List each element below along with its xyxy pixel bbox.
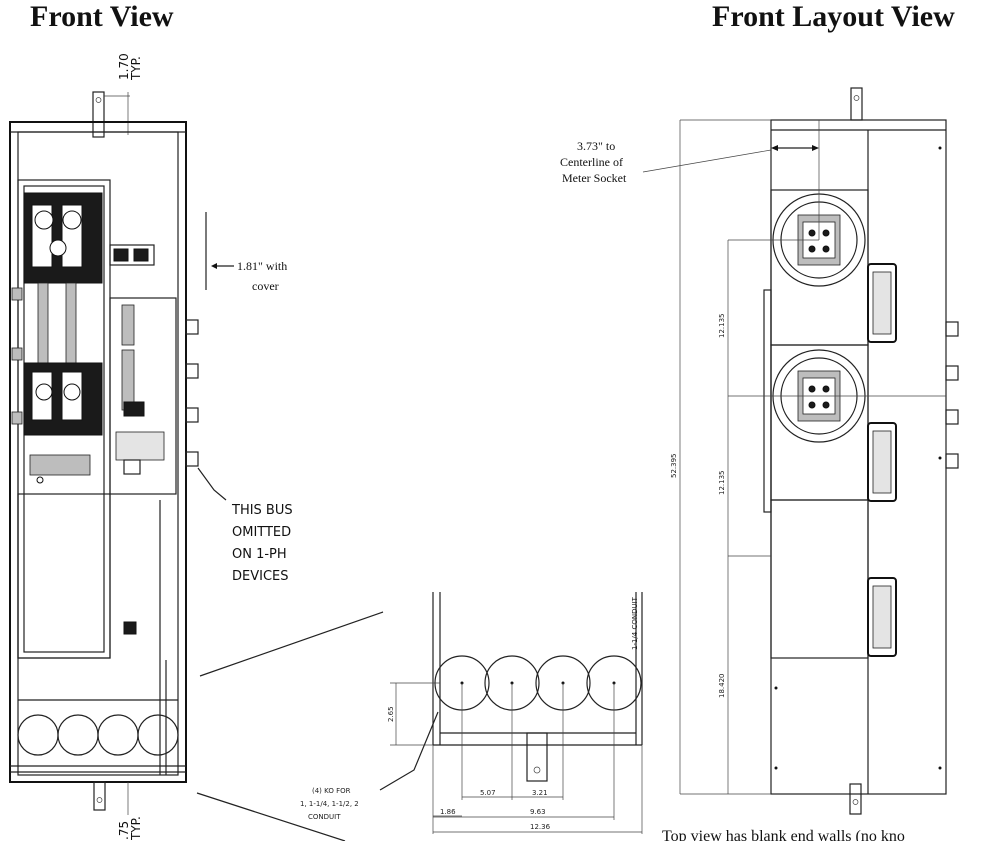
zoom-line-lower [196,792,346,841]
detail-dim-5-07: 5.07 [480,789,496,797]
lower-spacing-dimension: 18.420 [718,674,726,699]
bus-note-line-3: ON 1-PH [232,547,287,562]
bus-note-line-2: OMITTED [232,525,291,540]
detail-dim-9-63: 9.63 [530,808,546,816]
middle-meter-spacing-dimension: 12.135 [718,471,726,496]
centerline-note-line-2: Centerline of [560,155,623,169]
overall-height-dimension: 52.395 [670,454,678,479]
centerline-note-line-1: 3.73" to [577,139,615,153]
front-layout-view-title: Front Layout View [712,0,955,33]
top-tab-dimension: 1.70 [117,53,131,80]
bottom-tab-typ: TYP. [129,816,143,841]
detail-height-dimension: 2.65 [387,706,395,722]
front-layout-drawing [642,87,959,815]
cover-note-line-2: cover [252,279,279,293]
upper-meter-spacing-dimension: 12.135 [718,314,726,339]
top-tab-typ: TYP. [129,56,143,81]
front-view-title: Front View [30,0,174,33]
detail-side-label: 1-1/4 CONDUIT [631,596,639,650]
ko-note-line-3: CONDUIT [308,813,341,821]
cover-note-line-1: 1.81" with [237,259,287,273]
bus-note: THIS BUS OMITTED ON 1-PH DEVICES [231,503,293,584]
centerline-note: 3.73" to Centerline of Meter Socket [560,139,627,185]
bottom-tab-dimension: .75 [117,821,131,840]
bus-note-line-4: DEVICES [232,569,289,584]
detail-dim-1-86: 1.86 [440,808,456,816]
top-view-note: Top view has blank end walls (no kno [662,828,905,841]
bus-note-line-1: THIS BUS [231,503,293,518]
front-view-drawing [9,91,234,815]
detail-dim-12-36: 12.36 [530,823,551,831]
ko-note-line-2: 1, 1-1/4, 1-1/2, 2 [300,800,359,808]
knockout-note: (4) KO FOR 1, 1-1/4, 1-1/2, 2 CONDUIT [300,787,359,821]
zoom-line-upper [199,611,384,677]
ko-note-line-1: (4) KO FOR [312,787,351,795]
centerline-note-line-3: Meter Socket [562,171,627,185]
knockout-detail [379,592,643,834]
detail-dim-3-21: 3.21 [532,789,548,797]
